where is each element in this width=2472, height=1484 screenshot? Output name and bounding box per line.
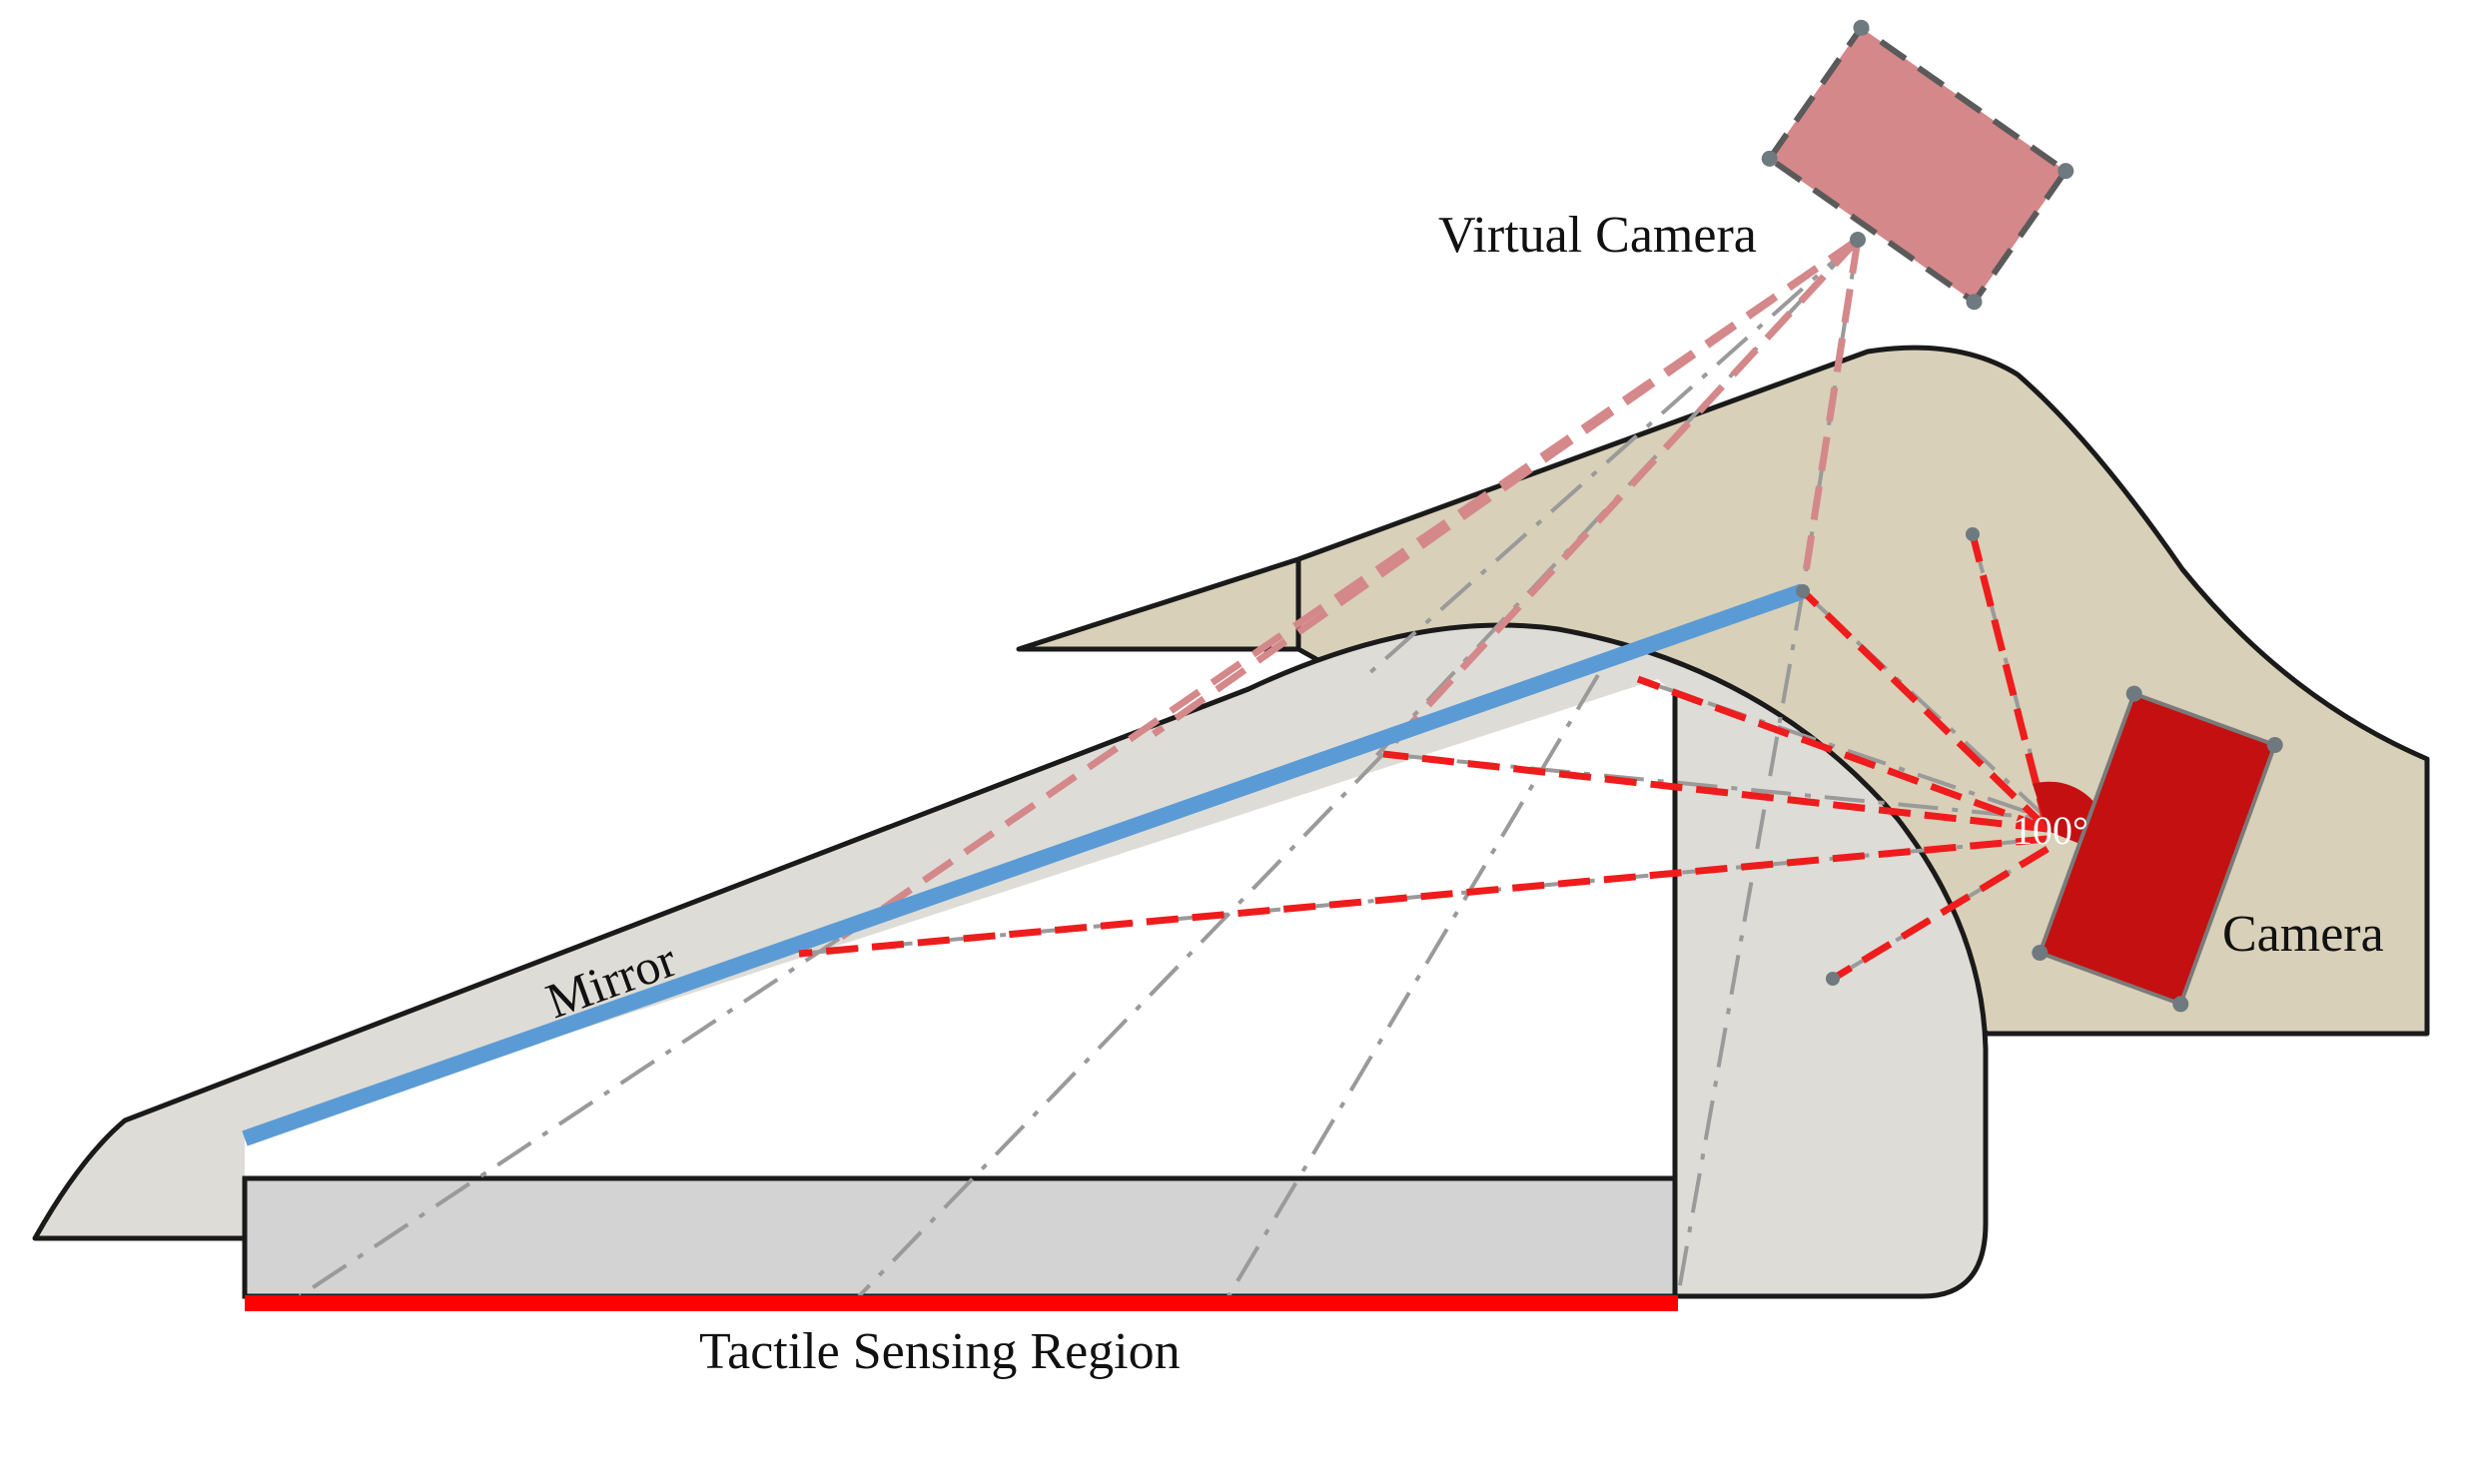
- virtual-ray: [1799, 239, 1862, 592]
- ray-endpoints: [1796, 527, 1980, 986]
- camera-ray: [1636, 675, 2050, 833]
- axis-line: [1366, 238, 1860, 676]
- camera-ray: [1831, 846, 2050, 982]
- virtual-camera-body: [1765, 23, 2070, 307]
- camera-ray: [798, 835, 2049, 958]
- virtual-camera-corner: [2058, 163, 2074, 180]
- camera-ray: [1969, 533, 2052, 830]
- virtual-camera-corner: [1761, 150, 1778, 167]
- camera-corner: [2125, 685, 2142, 702]
- camera-rays: [798, 533, 2052, 982]
- camera-ray: [1800, 588, 2051, 832]
- axis-line: [1676, 590, 1805, 1297]
- camera-corner: [2266, 736, 2283, 753]
- optical-cavity: [245, 679, 1675, 1178]
- camera-corner: [2172, 996, 2189, 1013]
- camera-body: [2037, 691, 2278, 1007]
- axis-line: [1227, 673, 1600, 1298]
- tactile-sensing-region-label: Tactile Sensing Region: [699, 1323, 1181, 1380]
- ray-endpoint-dot: [1826, 972, 1840, 986]
- elastomer-pad: [242, 1175, 1678, 1299]
- camera-corner: [2032, 945, 2049, 962]
- ray-endpoint-dot: [1966, 527, 1980, 541]
- virtual-camera-label: Virtual Camera: [1438, 207, 1757, 264]
- axis-line: [857, 752, 1385, 1298]
- virtual-camera-origin-dot: [1850, 232, 1866, 248]
- virtual-ray: [1380, 237, 1861, 757]
- camera-label: Camera: [2222, 906, 2384, 963]
- virtual-ray: [837, 237, 1860, 942]
- axis-line: [298, 937, 841, 1298]
- virtual-camera-corner: [1853, 19, 1870, 36]
- camera: [2032, 685, 2283, 1013]
- camera-ray: [1382, 750, 2049, 833]
- mirror-line: [242, 583, 1806, 1146]
- virtual-camera-corner: [1966, 294, 1983, 311]
- ray-endpoint-dot: [1796, 584, 1810, 598]
- virtual-camera-rays: [837, 237, 1862, 942]
- fov-angle-label: 100°: [2013, 808, 2088, 853]
- virtual-ray: [1151, 237, 1861, 737]
- virtual-camera: [1761, 19, 2074, 311]
